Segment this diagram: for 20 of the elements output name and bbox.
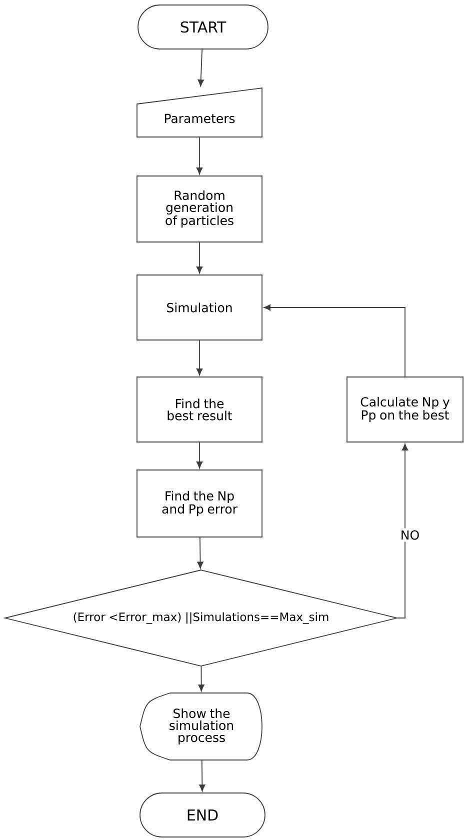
arrow (198, 666, 204, 692)
process-box: Random generation of particles (136, 176, 262, 242)
arrow (397, 444, 408, 618)
arrow (198, 49, 204, 86)
arrow (196, 340, 203, 376)
edge-label: NO (398, 528, 422, 542)
process-box: Find the best result (136, 376, 262, 442)
process-box: Calculate Np y Pp on the best (346, 376, 464, 442)
arrow (264, 304, 406, 377)
terminal-box: END (140, 792, 266, 838)
arrow (196, 137, 203, 174)
process-box: Simulation (136, 274, 262, 340)
process-box: Find the Np and Pp error (136, 470, 262, 538)
arrow (196, 242, 203, 274)
terminal-box: START (138, 4, 268, 50)
arrow (199, 760, 206, 792)
arrow (197, 537, 204, 569)
arrow (196, 442, 203, 468)
display-box: Show the simulation process (140, 692, 262, 760)
input-box: Parameters (136, 87, 262, 138)
